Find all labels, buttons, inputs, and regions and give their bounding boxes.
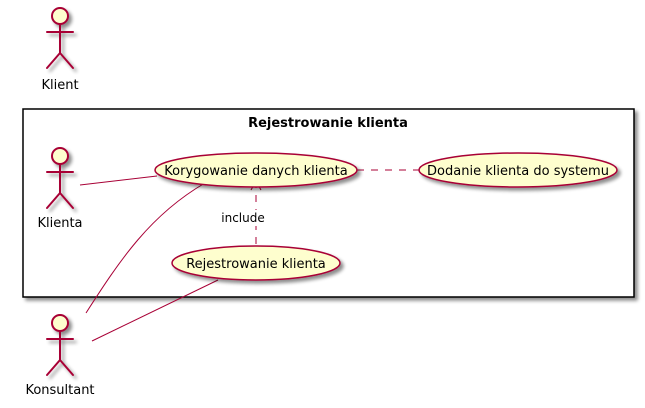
actor-head-icon bbox=[51, 147, 69, 165]
usecase-dodanie[interactable]: Dodanie klienta do systemu bbox=[418, 152, 618, 188]
assoc-konsultant-rejestrowanie bbox=[91, 279, 219, 342]
usecase-korygowanie[interactable]: Korygowanie danych klienta bbox=[154, 152, 358, 188]
include-label: include bbox=[221, 211, 264, 225]
usecase-rejestrowanie-label: Rejestrowanie klienta bbox=[186, 257, 326, 272]
usecase-korygowanie-label: Korygowanie danych klienta bbox=[164, 164, 347, 179]
actor-konsultant[interactable] bbox=[46, 314, 74, 376]
include-label-bg bbox=[221, 210, 265, 226]
actor-head-icon bbox=[51, 314, 69, 332]
actor-konsultant-label: Konsultant bbox=[25, 383, 94, 398]
assoc-klienta-korygowanie bbox=[79, 175, 158, 186]
actor-head-icon bbox=[51, 7, 69, 25]
package-title: Rejestrowanie klienta bbox=[248, 116, 408, 131]
actor-klient[interactable] bbox=[46, 7, 74, 69]
actor-klienta-label: Klienta bbox=[37, 216, 82, 231]
assoc-konsultant-korygowanie bbox=[85, 182, 206, 314]
usecase-dodanie-label: Dodanie klienta do systemu bbox=[427, 164, 609, 179]
usecase-rejestrowanie[interactable]: Rejestrowanie klienta bbox=[171, 245, 341, 281]
actor-klient-label: Klient bbox=[41, 78, 78, 93]
actor-klienta[interactable] bbox=[46, 147, 74, 209]
